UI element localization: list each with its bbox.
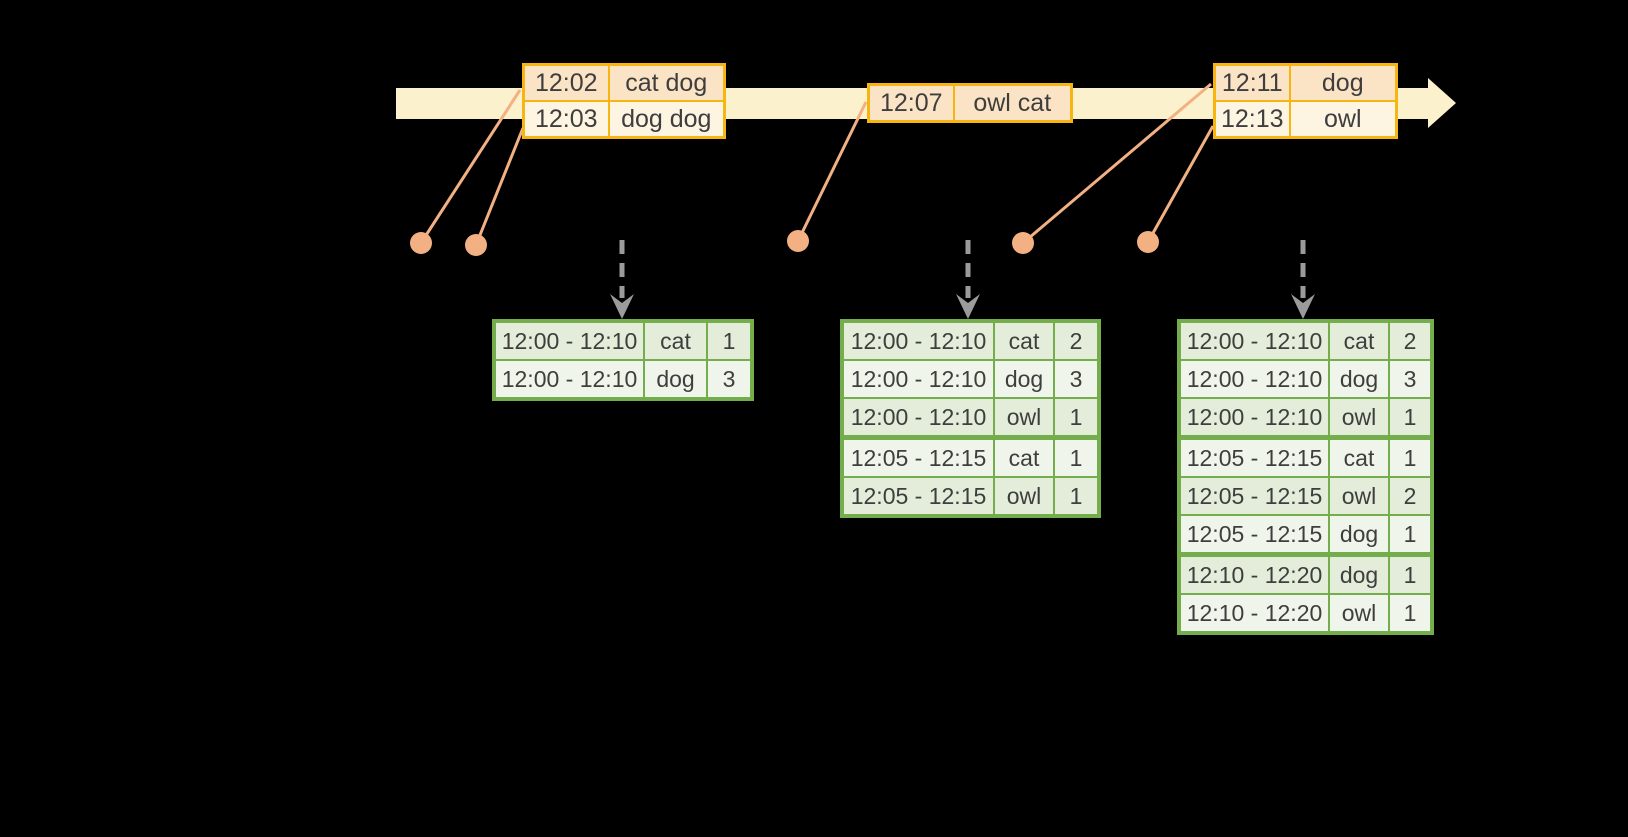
- table-cell: dog: [1328, 359, 1390, 399]
- table-cell: dog: [1328, 552, 1390, 595]
- table-cell: 1: [1388, 397, 1433, 439]
- table-cell: 1: [1053, 476, 1100, 517]
- table-cell: 2: [1053, 320, 1100, 361]
- event-connector-line: [796, 101, 868, 242]
- table-cell: owl: [1328, 593, 1390, 634]
- table-cell: owl: [993, 476, 1055, 517]
- table-cell: cat: [1328, 320, 1390, 361]
- table-cell: 1: [706, 320, 753, 361]
- table-cell: 3: [1388, 359, 1433, 399]
- table-cell: 12:00 - 12:10: [1178, 320, 1330, 361]
- table-cell: 2: [1388, 320, 1433, 361]
- table-cell: 1: [1388, 552, 1433, 595]
- table-cell: 2: [1388, 476, 1433, 516]
- table-cell: 1: [1053, 397, 1100, 439]
- event-dot-icon: [1137, 231, 1159, 253]
- table-cell: dog dog: [607, 100, 726, 139]
- table-cell: 12:00 - 12:10: [1178, 359, 1330, 399]
- table-cell: 12:11: [1213, 63, 1291, 102]
- table-cell: 1: [1388, 514, 1433, 556]
- table-cell: 12:00 - 12:10: [841, 397, 995, 439]
- table-cell: 12:03: [522, 100, 610, 139]
- table-cell: 12:05 - 12:15: [841, 435, 995, 478]
- trigger-arrowhead-icon: [1291, 294, 1315, 319]
- event-dot-icon: [787, 230, 809, 252]
- event-dot-icon: [465, 234, 487, 256]
- table-cell: 1: [1388, 593, 1433, 634]
- event-connector-line: [1146, 125, 1215, 243]
- table-cell: cat: [643, 320, 708, 361]
- table-cell: cat dog: [607, 63, 726, 102]
- table-cell: cat: [993, 320, 1055, 361]
- table-cell: 12:00 - 12:10: [841, 320, 995, 361]
- table-cell: 12:05 - 12:15: [1178, 514, 1330, 556]
- table-cell: 12:00 - 12:10: [1178, 397, 1330, 439]
- event-dots: [410, 230, 1159, 256]
- table-cell: 12:00 - 12:10: [841, 359, 995, 399]
- table-cell: owl: [1328, 476, 1390, 516]
- event-connector-line: [474, 127, 525, 246]
- trigger-arrows: [610, 240, 1315, 319]
- table-cell: dog: [1288, 63, 1398, 102]
- table-cell: cat: [1328, 435, 1390, 478]
- table-cell: 12:05 - 12:15: [841, 476, 995, 517]
- table-cell: dog: [1328, 514, 1390, 556]
- table-cell: 1: [1053, 435, 1100, 478]
- table-cell: 12:05 - 12:15: [1178, 435, 1330, 478]
- trigger-arrowhead-icon: [956, 294, 980, 319]
- table-cell: owl: [1328, 397, 1390, 439]
- table-cell: 3: [706, 359, 753, 400]
- table-cell: owl: [993, 397, 1055, 439]
- table-cell: 12:05 - 12:15: [1178, 476, 1330, 516]
- table-cell: owl cat: [952, 83, 1073, 123]
- table-cell: 12:13: [1213, 100, 1291, 139]
- event-dot-icon: [410, 232, 432, 254]
- table-cell: 12:00 - 12:10: [493, 359, 645, 400]
- table-cell: dog: [643, 359, 708, 400]
- timeline-arrow-icon: [1428, 78, 1456, 128]
- table-cell: 3: [1053, 359, 1100, 399]
- table-cell: 12:00 - 12:10: [493, 320, 645, 361]
- trigger-arrowhead-icon: [610, 294, 634, 319]
- table-cell: 12:10 - 12:20: [1178, 593, 1330, 634]
- table-cell: 12:02: [522, 63, 610, 102]
- table-cell: 12:10 - 12:20: [1178, 552, 1330, 595]
- table-cell: 1: [1388, 435, 1433, 478]
- table-cell: cat: [993, 435, 1055, 478]
- event-dot-icon: [1012, 232, 1034, 254]
- table-cell: owl: [1288, 100, 1398, 139]
- table-cell: 12:07: [867, 83, 955, 123]
- table-cell: dog: [993, 359, 1055, 399]
